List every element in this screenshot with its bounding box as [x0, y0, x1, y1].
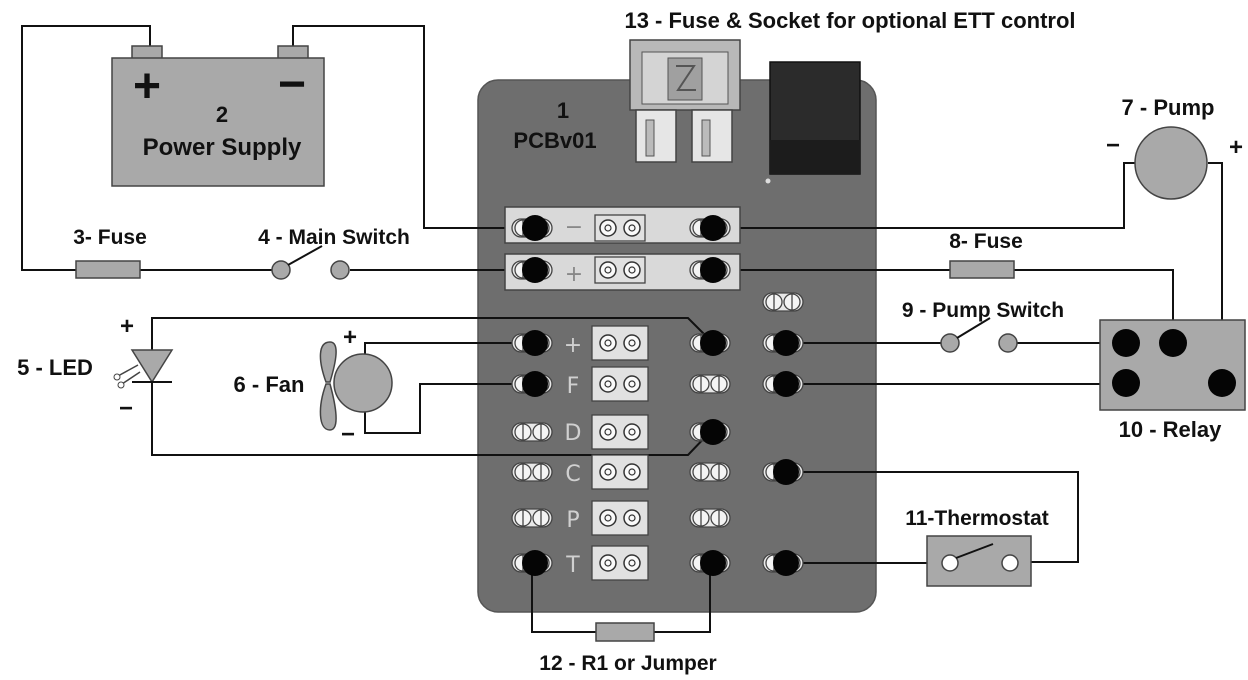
- pin-screw-block-5: [591, 545, 649, 581]
- pcb-name: PCBv01: [513, 128, 596, 153]
- pcb-number: 1: [557, 98, 569, 123]
- relay-terminals: [1112, 329, 1236, 397]
- pin-screw-block-2: [591, 414, 649, 450]
- relay-terminal-2: [1112, 369, 1140, 397]
- relay-terminal-3: [1208, 369, 1236, 397]
- fuse-3-label: 3- Fuse: [73, 226, 147, 249]
- board-pads: [511, 214, 804, 581]
- fuse-8-label: 8- Fuse: [949, 230, 1023, 253]
- left-terminal-0-wire-dot: [522, 330, 548, 356]
- fuse-socket-label: 13 - Fuse & Socket for optional ETT cont…: [624, 8, 1075, 33]
- left-pad-3: [511, 462, 553, 482]
- center-terminal-2-wire-dot: [700, 419, 726, 445]
- pump-plus: +: [1229, 134, 1243, 161]
- thermostat-label: 11-Thermostat: [905, 507, 1049, 530]
- pin-screw-block-3: [591, 454, 649, 490]
- ett-socket: [765, 61, 861, 184]
- fuse-8: 8- Fuse: [949, 230, 1023, 279]
- negative-rail-sign: −: [565, 215, 583, 240]
- pin-screw-block-0: [591, 325, 649, 361]
- left-terminal-5-wire-dot: [522, 550, 548, 576]
- pin-label-c: C: [565, 462, 580, 487]
- neg-rail-screws: [594, 214, 646, 242]
- pump-minus: −: [1106, 132, 1120, 159]
- led-plus: +: [120, 313, 134, 340]
- main-switch-label: 4 - Main Switch: [258, 226, 410, 249]
- power-supply-name: Power Supply: [143, 134, 302, 161]
- power-supply-plus: +: [133, 60, 161, 113]
- pos-rail-left-terminal-wire-dot: [522, 257, 548, 283]
- neg-rail-right-terminal-wire-dot: [700, 215, 726, 241]
- power-supply-number: 2: [216, 102, 228, 127]
- center-pad-3: [689, 462, 731, 482]
- pos-rail-right-terminal-wire-dot: [700, 257, 726, 283]
- left-pad-2: [511, 422, 553, 442]
- relay-terminal-0: [1112, 329, 1140, 357]
- r1-jumper: 12 - R1 or Jumper: [539, 622, 717, 675]
- fan-label: 6 - Fan: [234, 372, 305, 397]
- fan: + − 6 - Fan: [234, 324, 393, 448]
- neg-rail-left-terminal-wire-dot: [522, 215, 548, 241]
- right-terminal-1-wire-dot: [773, 371, 799, 397]
- fan-minus: −: [341, 421, 355, 448]
- pin-label-plus: +: [564, 333, 582, 358]
- left-pad-4: [511, 508, 553, 528]
- right-terminal-3-wire-dot: [773, 459, 799, 485]
- pin-label-p: P: [566, 508, 579, 533]
- relay-label: 10 - Relay: [1119, 417, 1222, 442]
- left-terminal-1-wire-dot: [522, 371, 548, 397]
- relay-terminal-1: [1159, 329, 1187, 357]
- center-pad-4: [689, 508, 731, 528]
- fuse-3: 3- Fuse: [73, 226, 147, 279]
- power-supply-minus: −: [278, 58, 306, 111]
- pump-switch: 9 - Pump Switch: [902, 299, 1064, 353]
- pin-screw-block-4: [591, 500, 649, 536]
- spare-pad-top: [762, 292, 804, 312]
- wiring: [21, 25, 1223, 633]
- right-terminal-5-wire-dot: [773, 550, 799, 576]
- center-terminal-5-wire-dot: [700, 550, 726, 576]
- main-switch: 4 - Main Switch: [258, 226, 410, 280]
- pin-screw-block-1: [591, 366, 649, 402]
- center-pad-1: [689, 374, 731, 394]
- power-supply: + − 2 Power Supply: [111, 45, 325, 187]
- fan-plus: +: [343, 324, 357, 351]
- pos-rail-screws: [594, 256, 646, 284]
- pump-switch-label: 9 - Pump Switch: [902, 299, 1064, 322]
- pin-label-t: T: [565, 553, 580, 578]
- pump: 7 - Pump − +: [1106, 95, 1243, 200]
- pump-label: 7 - Pump: [1122, 95, 1215, 120]
- led-minus: −: [119, 395, 133, 422]
- right-terminal-0-wire-dot: [773, 330, 799, 356]
- r1-jumper-label: 12 - R1 or Jumper: [539, 652, 716, 675]
- center-terminal-0-wire-dot: [700, 330, 726, 356]
- pin-label-f: F: [567, 374, 580, 399]
- pin-label-d: D: [565, 421, 582, 446]
- blade-fuse: [629, 39, 741, 163]
- led: + − 5 - LED: [17, 313, 174, 422]
- led-label: 5 - LED: [17, 355, 93, 380]
- thermostat: 11-Thermostat: [905, 507, 1049, 587]
- positive-rail-sign: +: [565, 262, 583, 287]
